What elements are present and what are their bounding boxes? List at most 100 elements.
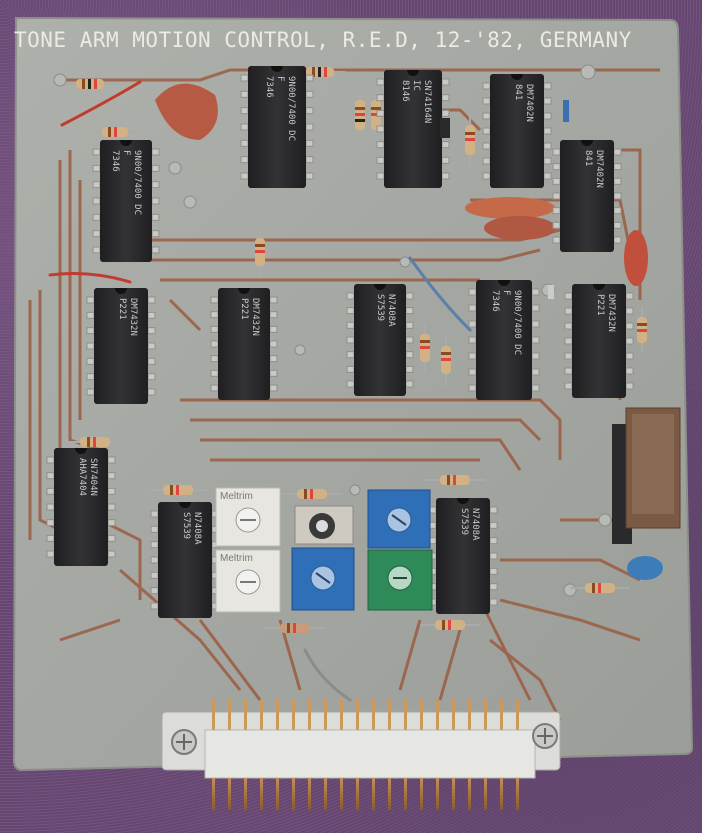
ic-pin [489, 537, 498, 545]
ic-pin [346, 321, 355, 329]
ic-pin [625, 292, 634, 300]
edge-connector[interactable] [161, 700, 561, 810]
connector-pin [484, 700, 487, 730]
ic-pin [210, 384, 219, 392]
connector-pin [260, 778, 263, 810]
small-components [440, 100, 569, 299]
ic-pin [543, 82, 552, 90]
ic-pin [405, 365, 414, 373]
ic-pin [150, 556, 159, 564]
ic-pin [625, 382, 634, 390]
blue-trimmer-1[interactable] [367, 489, 431, 549]
ic-pin [405, 321, 414, 329]
ic-pin [482, 142, 491, 150]
ic-marking-line: F [501, 290, 511, 296]
ic-pin [240, 156, 249, 164]
ic-marking-line: SN7404N [88, 458, 98, 496]
ic-body [54, 448, 108, 566]
ic-notch [271, 66, 283, 72]
ic-pin [405, 307, 414, 315]
ic-body [560, 140, 614, 252]
connector-pin [356, 778, 359, 810]
ic-pin [376, 125, 385, 133]
ic-pin [489, 583, 498, 591]
ic-pin [269, 369, 278, 377]
ic-pin [552, 236, 561, 244]
ic-pin [613, 236, 622, 244]
round-trimmer[interactable] [294, 505, 354, 545]
ic-pin [269, 311, 278, 319]
ic-pin [269, 340, 278, 348]
ic-pin [346, 292, 355, 300]
ic-pin [46, 534, 55, 542]
ic-notch [179, 502, 191, 508]
ic-pin [150, 525, 159, 533]
ic-notch [115, 288, 127, 294]
ic-pin [489, 552, 498, 560]
connector-pin [468, 700, 471, 730]
connector-pin [292, 778, 295, 810]
ic-pin [107, 519, 116, 527]
ic-pin [240, 139, 249, 147]
ic-pin [86, 388, 95, 396]
ic-pin [625, 337, 634, 345]
ic-marking-line: 841 [513, 84, 523, 101]
ic-pin [468, 336, 477, 344]
connector-pin [484, 778, 487, 810]
ic-marking-line: 841 [583, 150, 593, 167]
ic-chip [210, 288, 278, 400]
connector-pin [500, 700, 503, 730]
ic-marking-line: DM7432N [606, 294, 616, 332]
ic-pin [46, 456, 55, 464]
ic-notch [498, 280, 510, 286]
connector-pin [388, 778, 391, 810]
ic-body [158, 502, 212, 618]
blue-trimmer-2[interactable] [291, 547, 355, 611]
ic-pin [564, 352, 573, 360]
green-trimmer[interactable] [367, 549, 433, 611]
ic-pin [240, 74, 249, 82]
ic-pin [552, 192, 561, 200]
ic-notch [457, 498, 469, 504]
ic-pin [305, 107, 314, 115]
ic-pin [269, 355, 278, 363]
ic-marking-line: DM7402N [594, 150, 604, 188]
connector-pin [420, 700, 423, 730]
connector-pin [436, 778, 439, 810]
ic-pin [147, 388, 156, 396]
ic-marking-line: F [275, 76, 285, 82]
ic-pin [625, 307, 634, 315]
ic-pin [489, 567, 498, 575]
ic-chip [92, 140, 160, 262]
ic-marking-line: N7408A [386, 294, 396, 327]
ic-pin [482, 82, 491, 90]
ic-pin [531, 336, 540, 344]
ic-pin [441, 156, 450, 164]
ic-pin [482, 112, 491, 120]
ic-pin [151, 164, 160, 172]
ic-pin [46, 503, 55, 511]
ic-pin [150, 541, 159, 549]
ic-pin [107, 487, 116, 495]
ic-pin [531, 320, 540, 328]
connector-pin [276, 778, 279, 810]
ic-pin [210, 340, 219, 348]
ic-pin [150, 571, 159, 579]
ic-pin [92, 164, 101, 172]
ic-pin [107, 534, 116, 542]
white-trimmer-1[interactable] [215, 487, 281, 547]
ic-pin [531, 288, 540, 296]
ic-pin [46, 519, 55, 527]
ic-pin [151, 246, 160, 254]
ic-pin [552, 163, 561, 171]
ic-pin [441, 94, 450, 102]
white-trimmer-2[interactable] [215, 549, 281, 613]
ic-pin [305, 90, 314, 98]
ic-pin [613, 148, 622, 156]
ic-notch [407, 70, 419, 76]
ic-pin [441, 141, 450, 149]
connector-pin [404, 700, 407, 730]
